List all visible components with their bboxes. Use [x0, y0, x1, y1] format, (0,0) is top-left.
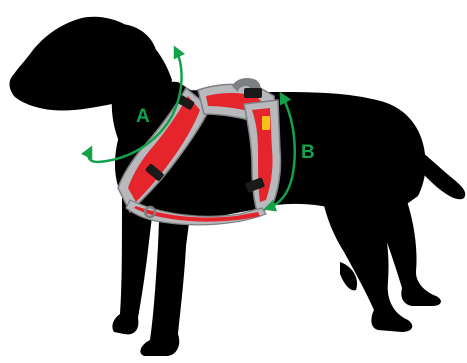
harness-tag: [262, 116, 270, 130]
dog-silhouette: [10, 17, 466, 356]
harness-d-ring: [244, 88, 262, 98]
measure-label-a: A: [136, 106, 150, 127]
measure-label-b: B: [301, 142, 315, 163]
